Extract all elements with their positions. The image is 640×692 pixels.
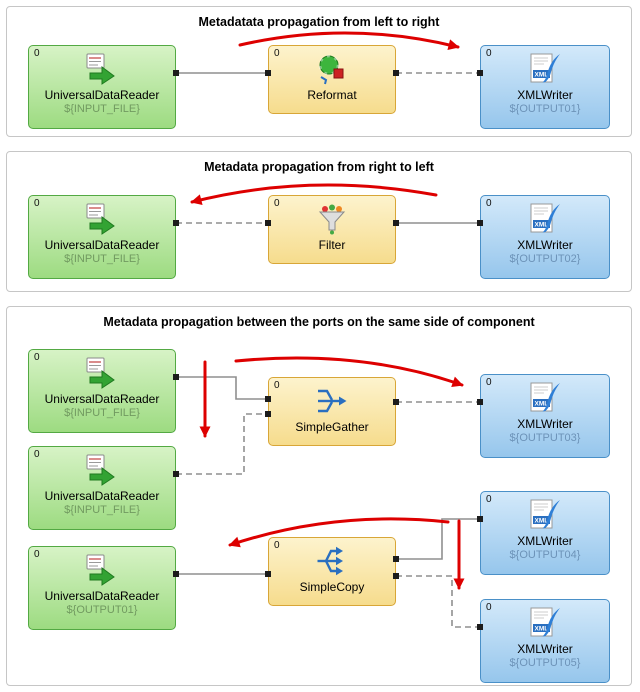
- component-param: ${INPUT_FILE}: [64, 504, 140, 516]
- port-count-label: 0: [34, 48, 40, 59]
- component-name: XMLWriter: [517, 88, 573, 102]
- port-count-label: 0: [486, 198, 492, 209]
- component-param: ${OUTPUT01}: [509, 103, 581, 115]
- node-simplecopy[interactable]: 0 SimpleCopy: [268, 537, 396, 606]
- port-count-label: 0: [34, 449, 40, 460]
- node-xmlwriter-1[interactable]: 0 XMLWriter ${OUTPUT01}: [480, 45, 610, 129]
- node-filter[interactable]: 0 Filter: [268, 195, 396, 264]
- universal-data-reader-icon: [86, 454, 118, 486]
- component-name: UniversalDataReader: [44, 88, 160, 102]
- port-count-label: 0: [274, 380, 280, 391]
- component-name: XMLWriter: [517, 417, 573, 431]
- node-xmlwriter-2[interactable]: 0 XMLWriter ${OUTPUT02}: [480, 195, 610, 279]
- component-param: ${OUTPUT05}: [509, 657, 581, 669]
- universal-data-reader-icon: [86, 357, 118, 389]
- node-universaldatareader-4[interactable]: 0 UniversalDataReader ${INPUT_FILE}: [28, 446, 176, 530]
- component-param: ${OUTPUT03}: [509, 432, 581, 444]
- port-count-label: 0: [274, 48, 280, 59]
- node-universaldatareader-5[interactable]: 0 UniversalDataReader ${OUTPUT01}: [28, 546, 176, 630]
- component-name: SimpleGather: [295, 420, 369, 434]
- xml-writer-icon: [529, 53, 561, 85]
- universal-data-reader-icon: [86, 53, 118, 85]
- component-param: ${OUTPUT01}: [66, 604, 138, 616]
- component-name: Reformat: [307, 88, 357, 102]
- component-param: ${OUTPUT04}: [509, 549, 581, 561]
- port-count-label: 0: [486, 48, 492, 59]
- component-name: SimpleCopy: [299, 580, 365, 594]
- component-name: UniversalDataReader: [44, 392, 160, 406]
- component-name: XMLWriter: [517, 534, 573, 548]
- component-name: UniversalDataReader: [44, 238, 160, 252]
- node-xmlwriter-5[interactable]: 0 XMLWriter ${OUTPUT05}: [480, 599, 610, 683]
- simple-copy-icon: [316, 545, 348, 577]
- component-param: ${OUTPUT02}: [509, 253, 581, 265]
- panel-title: Metadata propagation from right to left: [204, 160, 434, 174]
- component-param: ${INPUT_FILE}: [64, 253, 140, 265]
- node-simplegather[interactable]: 0 SimpleGather: [268, 377, 396, 446]
- port-count-label: 0: [486, 377, 492, 388]
- component-param: ${INPUT_FILE}: [64, 103, 140, 115]
- port-count-label: 0: [34, 198, 40, 209]
- node-universaldatareader-2[interactable]: 0 UniversalDataReader ${INPUT_FILE}: [28, 195, 176, 279]
- reformat-icon: [316, 53, 348, 85]
- component-param: ${INPUT_FILE}: [64, 407, 140, 419]
- node-xmlwriter-3[interactable]: 0 XMLWriter ${OUTPUT03}: [480, 374, 610, 458]
- port-count-label: 0: [486, 602, 492, 613]
- node-xmlwriter-4[interactable]: 0 XMLWriter ${OUTPUT04}: [480, 491, 610, 575]
- panel-title: Metadatata propagation from left to righ…: [198, 15, 440, 29]
- xml-writer-icon: [529, 499, 561, 531]
- filter-icon: [316, 203, 348, 235]
- universal-data-reader-icon: [86, 203, 118, 235]
- component-name: UniversalDataReader: [44, 489, 160, 503]
- component-name: Filter: [318, 238, 346, 252]
- xml-writer-icon: [529, 607, 561, 639]
- node-universaldatareader-1[interactable]: 0 UniversalDataReader ${INPUT_FILE}: [28, 45, 176, 129]
- port-count-label: 0: [274, 198, 280, 209]
- port-count-label: 0: [34, 549, 40, 560]
- panel-title: Metadata propagation between the ports o…: [103, 315, 535, 329]
- xml-writer-icon: [529, 382, 561, 414]
- component-name: XMLWriter: [517, 642, 573, 656]
- node-reformat[interactable]: 0 Reformat: [268, 45, 396, 114]
- universal-data-reader-icon: [86, 554, 118, 586]
- port-count-label: 0: [486, 494, 492, 505]
- xml-writer-icon: [529, 203, 561, 235]
- port-count-label: 0: [274, 540, 280, 551]
- port-count-label: 0: [34, 352, 40, 363]
- component-name: XMLWriter: [517, 238, 573, 252]
- component-name: UniversalDataReader: [44, 589, 160, 603]
- node-universaldatareader-3[interactable]: 0 UniversalDataReader ${INPUT_FILE}: [28, 349, 176, 433]
- simple-gather-icon: [316, 385, 348, 417]
